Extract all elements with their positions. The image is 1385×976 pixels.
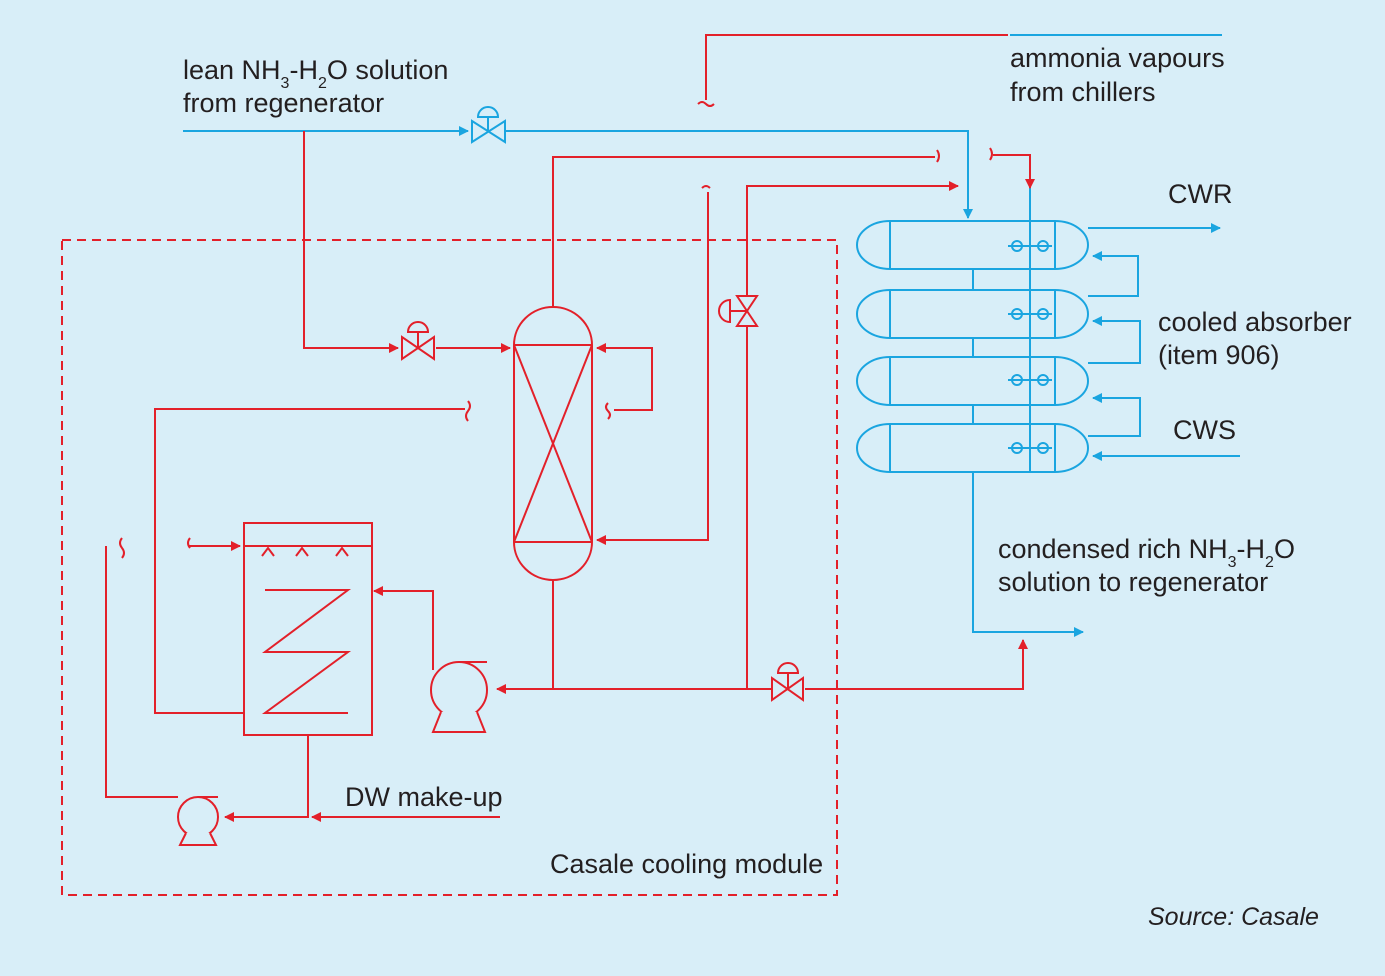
cooled-absorber-label: cooled absorber: [1158, 307, 1352, 337]
absorber-shell-2: [856, 289, 1089, 339]
pump-return-break-mark: [119, 537, 125, 559]
column-bottom-recycle-line: [596, 192, 709, 545]
ammonia-vapours-label: ammonia vapours: [1010, 43, 1225, 73]
exchanger-return-break-mark: [465, 400, 471, 422]
dw-makeup-label: DW make-up: [345, 782, 503, 812]
bypass-to-absorber-line: [746, 181, 959, 690]
rich-solution-outlet-line: [972, 472, 1084, 637]
column-side-loop-line: [597, 347, 653, 411]
cooled-absorber-label-line2: (item 906): [1158, 340, 1280, 370]
cw-loop-1: [1088, 255, 1139, 297]
lean-line-control-valve: [471, 106, 506, 144]
top-right-break-mark: [989, 147, 993, 161]
process-lines: [105, 34, 1035, 822]
cw-loop-2: [1088, 320, 1141, 364]
vent-break-mark: [701, 185, 711, 189]
rich-solution-label-line2: solution to regenerator: [998, 567, 1268, 597]
overhead-break-mark: [936, 149, 940, 163]
source-credit: Source: Casale: [1148, 903, 1319, 931]
cooled-absorber: [856, 220, 1089, 473]
lean-to-column-line: [303, 131, 399, 353]
absorption-column: [513, 306, 593, 581]
cooling-water-lines: [183, 34, 1240, 637]
ammonia-downcomer-line: [993, 154, 1035, 189]
pump-to-exchanger-line: [373, 586, 434, 670]
exchanger-bottom-drain: [224, 735, 309, 822]
absorber-shell-3: [856, 356, 1089, 406]
lean-solution-label-line2: from regenerator: [183, 88, 384, 118]
makeup-pump: [177, 796, 219, 846]
lean-solution-to-absorber-line: [505, 130, 973, 219]
circulation-pump: [430, 661, 488, 733]
lean-solution-label: lean NH3-H2O solution: [183, 55, 448, 92]
ammonia-line-break-mark: [697, 101, 715, 107]
heat-exchanger: [243, 522, 373, 736]
cooling-module-boundary: [61, 239, 838, 896]
side-loop-break-mark: [605, 402, 611, 420]
ammonia-vapour-feed-line: [705, 34, 1008, 100]
pump-discharge-return: [105, 546, 178, 798]
rich-solution-to-regenerator-line: [805, 639, 1028, 690]
cooling-module-label: Casale cooling module: [550, 849, 823, 879]
cw-loop-3: [1088, 397, 1141, 437]
cwr-label: CWR: [1168, 179, 1232, 209]
spray-inlet-break-mark: [187, 537, 191, 549]
column-overhead-line: [552, 156, 935, 308]
lean-feed-control-valve: [401, 321, 435, 361]
ammonia-vapours-label-line2: from chillers: [1010, 77, 1156, 107]
rich-solution-label: condensed rich NH3-H2O: [998, 534, 1295, 571]
rich-solution-control-valve: [771, 662, 804, 702]
cws-label: CWS: [1173, 415, 1236, 445]
absorber-shell-4: [856, 423, 1089, 473]
bypass-control-valve: [718, 295, 759, 327]
absorber-shell-1: [856, 220, 1089, 270]
absorber-nozzles: [1008, 240, 1052, 454]
